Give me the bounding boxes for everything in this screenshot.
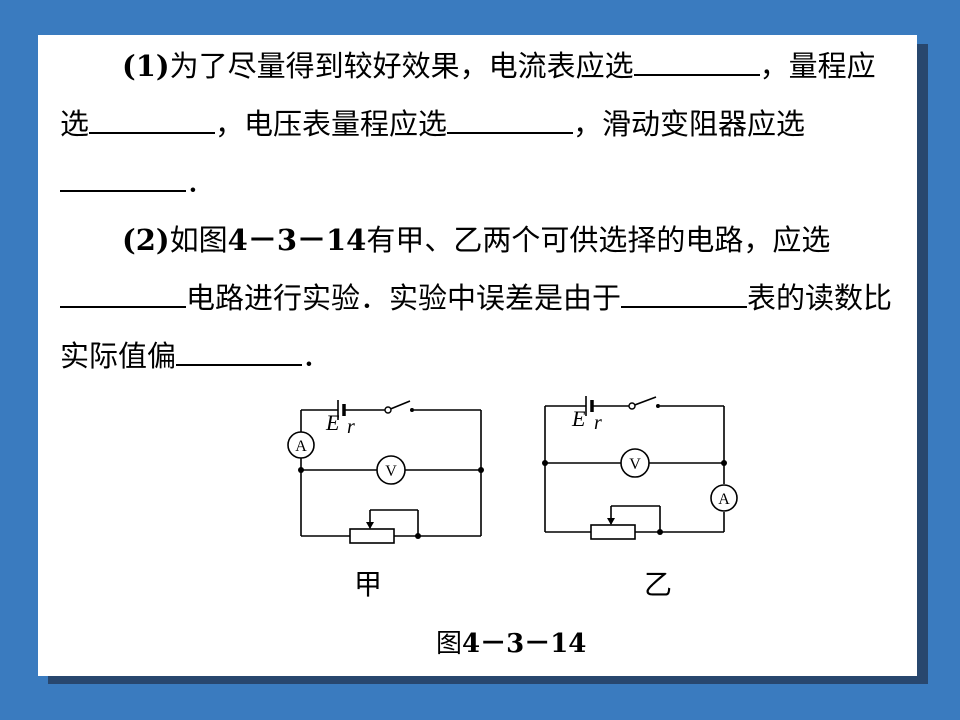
svg-text:A: A <box>718 491 730 508</box>
circuit-diagram-jia: A V E r <box>287 400 484 544</box>
svg-text:E: E <box>571 406 586 431</box>
svg-text:r: r <box>347 416 355 438</box>
answer-blank[interactable] <box>176 338 303 366</box>
svg-text:r: r <box>594 412 602 434</box>
svg-text:A: A <box>295 438 307 455</box>
circuit-label-jia: 甲 <box>354 568 383 601</box>
answer-blank[interactable] <box>89 106 216 134</box>
answer-blank[interactable] <box>447 106 574 134</box>
voltmeter-icon <box>376 455 406 485</box>
answer-blank[interactable] <box>633 48 760 76</box>
question-1: (1)为了尽量得到较好效果，电流表应选，量程应选，电压表量程应选，滑动变阻器应选… <box>60 48 876 199</box>
svg-text:E: E <box>325 410 340 435</box>
ammeter-icon <box>287 431 315 459</box>
ammeter-icon <box>710 484 738 512</box>
question-2: (2)如图4－3－14有甲、乙两个可供选择的电路，应选电路进行实验．实验中误差是… <box>60 223 893 373</box>
q2-number: (2) <box>122 223 170 257</box>
circuit-diagram-yi: V A E r <box>542 396 738 540</box>
answer-blank[interactable] <box>60 280 186 308</box>
answer-blank[interactable] <box>60 164 186 192</box>
voltmeter-icon <box>620 448 650 478</box>
figure-caption: 图4－3－14 <box>436 629 587 659</box>
svg-text:V: V <box>629 456 641 473</box>
answer-blank[interactable] <box>621 280 748 308</box>
svg-text:V: V <box>385 463 397 480</box>
circuit-label-yi: 乙 <box>644 568 673 601</box>
content-panel: (1)为了尽量得到较好效果，电流表应选，量程应选，电压表量程应选，滑动变阻器应选… <box>38 35 917 676</box>
q1-number: (1) <box>122 49 170 83</box>
